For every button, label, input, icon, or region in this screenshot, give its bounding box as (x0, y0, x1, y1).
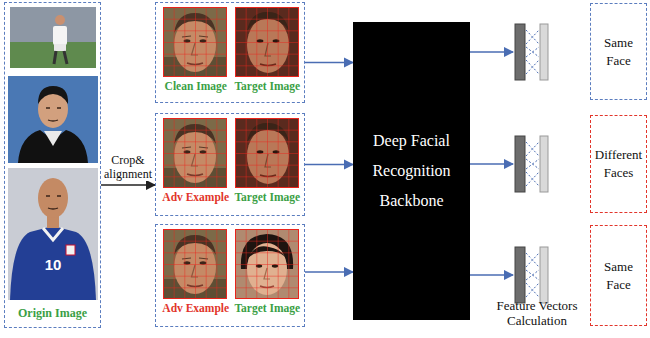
face-features (46, 108, 61, 121)
feature-vector-bar (540, 24, 548, 80)
flow-arrow (305, 62, 353, 64)
face-features (46, 196, 61, 209)
dashed-link (526, 253, 539, 297)
flow-arrow (101, 184, 155, 186)
jacket (18, 130, 88, 163)
image-caption: Clean Image (160, 79, 232, 93)
jersey-collar (43, 228, 63, 240)
flow-arrow (305, 271, 353, 273)
box-label: Same Face (594, 34, 643, 70)
target-face-image (235, 118, 299, 188)
player-shorts (54, 44, 66, 51)
similarity-lines (526, 30, 539, 297)
jersey-number: 10 (38, 256, 68, 273)
stadium-photo (10, 7, 96, 68)
feature-vector-bar (515, 247, 525, 303)
jersey-photo (8, 168, 98, 300)
result-box: Different Faces (590, 115, 647, 213)
image-caption: Adv Example (160, 301, 232, 315)
box-label: Same Face (594, 258, 643, 294)
edge-label-holder: Crop& alignment (101, 153, 155, 181)
player-shirt (53, 26, 67, 45)
output-arrows (470, 52, 513, 275)
feature-vector-bar (515, 136, 525, 192)
portrait-photo (8, 76, 98, 163)
image-caption: Target Image (232, 79, 304, 93)
target-face-image (235, 7, 299, 77)
image-pair-group: Clean ImageTarget Image (155, 2, 305, 103)
feature-vector-bar (540, 136, 548, 192)
feature-vectors (515, 24, 548, 303)
crest (66, 245, 75, 255)
panel-caption: Origin Image (18, 306, 87, 320)
photo-background (10, 7, 96, 68)
player-legs (54, 51, 67, 64)
result-box: Same Face (590, 3, 647, 100)
player-head (55, 15, 65, 25)
adversarial-face-image (163, 118, 227, 188)
result-box: Same Face (590, 225, 647, 326)
label-holder: 10 (38, 256, 68, 273)
box-label: Different Faces (594, 146, 643, 182)
dashed-link (526, 142, 539, 186)
feature-vector-bar (540, 247, 548, 303)
image-caption: Target Image (232, 190, 304, 204)
head (38, 178, 68, 218)
dashed-link (526, 30, 539, 74)
backbone-box: Deep Facial Recognition Backbone (353, 22, 470, 320)
label-holder: Feature Vectors Calculation (487, 298, 587, 328)
feature-arrow (470, 274, 513, 276)
box-label: Deep Facial Recognition Backbone (372, 126, 450, 216)
photo-background (8, 76, 98, 163)
feature-arrow (470, 51, 513, 53)
image-caption: Adv Example (160, 190, 232, 204)
axis-caption: Feature Vectors Calculation (487, 298, 587, 328)
flow-arrow (305, 164, 353, 166)
feature-vector-bar (515, 24, 525, 80)
origin-image-panel: Origin Image (4, 2, 101, 328)
clean-face-image (163, 7, 227, 77)
jersey (10, 226, 96, 300)
photo-background (8, 168, 98, 300)
shirt-collar (44, 131, 62, 146)
image-caption: Target Image (232, 301, 304, 315)
feature-arrow (470, 163, 513, 165)
image-pair-group: Adv ExampleTarget Image (155, 113, 305, 216)
adversarial-face-image (163, 229, 227, 299)
target-face-image (235, 229, 299, 299)
edge-label: Crop& alignment (101, 153, 155, 181)
image-pair-group: Adv ExampleTarget Image (155, 224, 305, 327)
hair (38, 86, 68, 104)
pitch (10, 42, 96, 68)
